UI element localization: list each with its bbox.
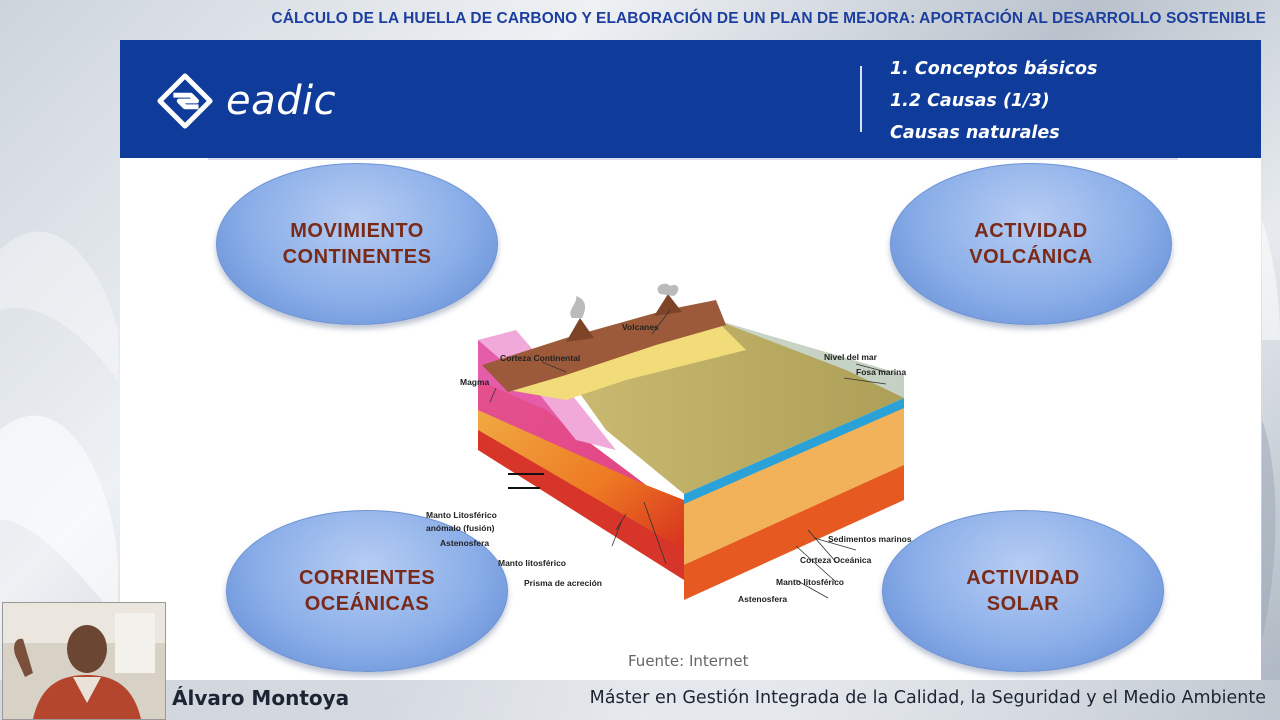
tectonic-diagram: Volcanes Corteza Continental Magma Nivel… bbox=[426, 283, 912, 604]
bubble-label: MOVIMIENTO CONTINENTES bbox=[282, 220, 432, 268]
label-corteza-oceanica: Corteza Oceánica bbox=[800, 555, 872, 565]
presenter-webcam bbox=[2, 602, 166, 720]
bubble-movimiento-continentes: MOVIMIENTO CONTINENTES bbox=[216, 163, 498, 325]
section-line-1: 1. Conceptos básicos bbox=[890, 59, 1098, 79]
coast-yellow bbox=[508, 320, 746, 400]
label-corteza-continental: Corteza Continental bbox=[500, 353, 580, 363]
presenter-video-icon bbox=[3, 603, 165, 719]
volcano-2 bbox=[654, 294, 682, 316]
label-nivel-del-mar: Nivel del mar bbox=[824, 352, 878, 362]
bubble-label: ACTIVIDAD SOLAR bbox=[966, 567, 1080, 615]
label-manto-litosferico-right: Manto litosférico bbox=[776, 577, 844, 587]
slide-header-banner: eadic 1. Conceptos básicos 1.2 Causas (1… bbox=[120, 40, 1261, 158]
logo-text: eadic bbox=[226, 78, 337, 124]
label-manto-anomalo-1: Manto Litosférico bbox=[426, 510, 497, 520]
banner-underline bbox=[208, 158, 1178, 160]
bubble-actividad-volcanica: ACTIVIDAD VOLCÁNICA bbox=[890, 163, 1172, 325]
section-line-3: Causas naturales bbox=[890, 123, 1060, 143]
bubble-actividad-solar: ACTIVIDAD SOLAR bbox=[882, 510, 1164, 672]
slide: eadic 1. Conceptos básicos 1.2 Causas (1… bbox=[120, 40, 1261, 680]
lower-third-bar bbox=[0, 680, 1280, 720]
label-astenosfera-right: Astenosfera bbox=[738, 594, 787, 604]
bubble-label: CORRIENTES OCEÁNICAS bbox=[298, 567, 436, 615]
eadic-logo: eadic bbox=[156, 72, 336, 130]
crust-right-layer bbox=[684, 405, 904, 565]
smoke-2 bbox=[657, 283, 679, 296]
label-prisma: Prisma de acreción bbox=[524, 578, 602, 588]
banner-divider bbox=[860, 66, 862, 132]
label-astenosfera-left: Astenosfera bbox=[440, 538, 489, 548]
eadic-logo-icon bbox=[157, 73, 213, 129]
program-name: Máster en Gestión Integrada de la Calida… bbox=[589, 688, 1266, 708]
label-magma: Magma bbox=[460, 377, 490, 387]
label-sedimentos: Sedimentos marinos bbox=[828, 534, 912, 544]
continent-top bbox=[482, 300, 726, 392]
section-line-2: 1.2 Causas (1/3) bbox=[890, 91, 1050, 111]
smoke-1 bbox=[570, 296, 586, 318]
presenter-name: Álvaro Montoya bbox=[172, 686, 350, 710]
label-volcanes: Volcanes bbox=[622, 322, 659, 332]
bubble-label: ACTIVIDAD VOLCÁNICA bbox=[969, 220, 1093, 268]
volcano-1 bbox=[566, 318, 594, 342]
label-manto-litosferico-left: Manto litosférico bbox=[498, 558, 566, 568]
bubble-corrientes-oceanicas: CORRIENTES OCEÁNICAS bbox=[226, 510, 508, 672]
course-title: CÁLCULO DE LA HUELLA DE CARBONO Y ELABOR… bbox=[271, 10, 1266, 27]
label-fosa-marina: Fosa marina bbox=[856, 367, 906, 377]
label-manto-anomalo-2: anómalo (fusión) bbox=[426, 523, 495, 533]
ocean-crust-blue bbox=[684, 398, 904, 504]
source-caption: Fuente: Internet bbox=[628, 652, 749, 670]
section-breadcrumb: 1. Conceptos básicos 1.2 Causas (1/3) Ca… bbox=[890, 53, 1097, 149]
